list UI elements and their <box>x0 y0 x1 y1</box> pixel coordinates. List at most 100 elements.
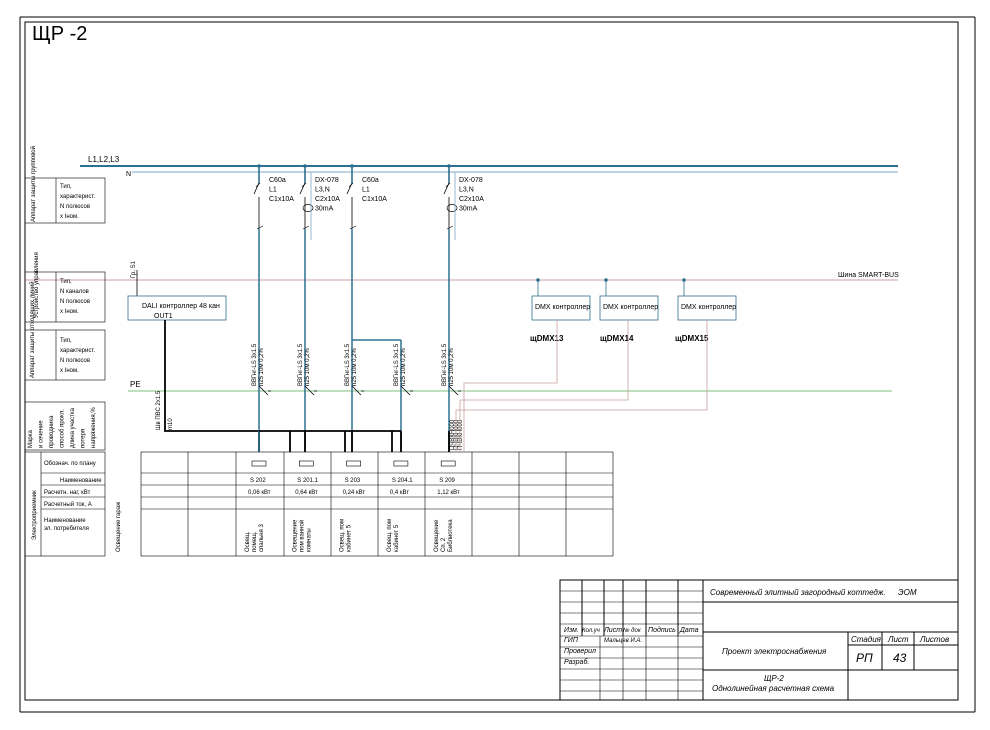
stamp-h-izm: Изм. <box>564 627 579 634</box>
outgoing-switch <box>448 385 459 396</box>
outgoing-protection-label: Аппарат защиты отходящих линий <box>29 281 36 378</box>
dmx-panel-label: щDMX15 <box>675 334 709 343</box>
breaker-mark <box>255 182 261 188</box>
breaker-tail <box>446 225 454 230</box>
stamp-h-kolvo: Кол.уч <box>582 628 600 634</box>
consumer-plan: S 203 <box>345 478 361 484</box>
line-cable-label: n25 10м 0,2% <box>259 348 265 386</box>
consumer-name: комнаты <box>306 528 312 552</box>
breaker-label: 30mA <box>315 206 334 213</box>
breaker-mark <box>301 182 307 188</box>
consumer-name: Освещ. пом <box>340 519 346 552</box>
breaker-label: C60a <box>362 177 379 184</box>
stamp-h-date: Дата <box>679 627 699 634</box>
breaker-mark <box>348 182 354 188</box>
stamp-role-gip: ГИП <box>564 637 579 644</box>
line-cable-label: ВВГнг-LS 3х1.5 <box>442 343 448 386</box>
dali-out-label: OUT1 <box>154 313 173 320</box>
breaker-label: 30mA <box>459 206 478 213</box>
consumer-plan: S 201.1 <box>297 478 318 484</box>
row-consumer-label-1: Наименование <box>44 518 86 524</box>
stamp-section: Проект электроснабжения <box>722 647 827 656</box>
control-desc-1: N каналов <box>60 289 89 295</box>
consumer-symbol <box>346 460 361 467</box>
consumers-label: Электроприемник <box>32 490 38 540</box>
line-cable-label: n25 10м 0,2% <box>401 348 407 386</box>
stamp-role-check: Проверил <box>564 648 596 655</box>
dali-bus-label: Гр. S1 <box>131 260 137 278</box>
neutral-bus-label: N <box>126 171 131 178</box>
consumer-name: кабинет 5 <box>394 524 400 552</box>
line-cable-label: ВВГнг-LS 3х1.5 <box>252 343 258 386</box>
rcd-symbol <box>302 204 314 212</box>
control-desc-3: х Iном. <box>60 309 79 315</box>
line-cable-label: ВВГнг-LS 3х1.5 <box>345 343 351 386</box>
smart-bus-label: Шина SMART-BUS <box>838 272 899 279</box>
line-cable-label: n25 10м 0,2% <box>449 348 455 386</box>
consumer-symbol <box>440 460 456 467</box>
wire-desc-1: и сечение <box>39 420 45 448</box>
wire-desc-4: длина участка <box>70 407 76 448</box>
row-name-label: Наименование <box>60 478 102 484</box>
line-cable-label: ВВГнг-LS 3х1.5 <box>298 343 304 386</box>
breaker-label: L3,N <box>315 187 330 194</box>
breaker-label: L3,N <box>459 187 474 194</box>
dmx-controller-box <box>531 295 591 321</box>
stamp-sheet: 43 <box>893 651 907 665</box>
consumer-name: Освещ. <box>245 531 251 552</box>
breaker-label: C2x10A <box>459 196 484 203</box>
page-title: ЩР -2 <box>32 23 87 45</box>
dmx-line <box>459 320 629 452</box>
consumer-name: Освещ. пом <box>387 519 393 552</box>
breaker-label: C1x10A <box>362 196 387 203</box>
consumer-load: 0,06 кВт <box>248 490 271 496</box>
dmx-panel-label: щDMX14 <box>600 334 634 343</box>
breaker-tail <box>256 225 264 230</box>
breaker-label: L1 <box>362 187 370 194</box>
consumer-symbol <box>298 460 314 467</box>
consumer-name: спальня 3 <box>259 524 265 552</box>
dmx-controller-label: DMX контроллер <box>535 304 590 311</box>
dmx-controller-label: DMX контроллер <box>681 304 736 311</box>
stamp-h-doc: № док <box>623 627 642 634</box>
outgoing-protection-desc-3: х Iном. <box>60 368 79 374</box>
breaker-label: C60a <box>269 177 286 184</box>
row-plan-label: Обознач. по плану <box>44 461 96 467</box>
consumer-symbol <box>393 460 409 467</box>
control-desc-2: N полюсов <box>60 299 90 305</box>
row-load-label: Расчетн. наг, кВт <box>44 490 91 496</box>
pe-bus-label: PE <box>130 380 141 389</box>
circuits: C60aL1C1x10ADX-078L3,NC2x10A30mAC60aL1C1… <box>252 164 737 452</box>
consumer-plan: S 209 <box>439 478 455 484</box>
dali-cable-label: Шв ПВС 2х1.5 <box>156 390 162 430</box>
consumer-symbol <box>251 460 267 467</box>
wire-desc-5: потеря <box>81 429 87 448</box>
consumer-name: кабинет 5 <box>347 524 353 552</box>
line-cable-label: n25 10м 0,2% <box>305 348 311 386</box>
group-protection-desc-2: N полюсов <box>60 204 90 210</box>
breaker-label: L1 <box>269 187 277 194</box>
stamp-drawing-desc: Однолинейная расчетная схема <box>712 684 835 693</box>
dmx-cable-label: ПЧВКН000 <box>450 419 456 450</box>
dali-controller: Гр. S1 DALI контроллер 48 кан OUT1 Шв ПВ… <box>127 260 260 452</box>
dmx-panel-label: щDMX13 <box>530 334 564 343</box>
consumer-plan: S 204.1 <box>392 478 413 484</box>
group-protection-desc-1: характерист. <box>60 194 95 200</box>
consumer-name: пом ванной <box>298 520 305 552</box>
outgoing-switch <box>400 385 411 396</box>
stamp-project: Современный элитный загородный коттедж. <box>710 588 886 597</box>
breaker-tail <box>302 225 310 230</box>
dmx-line <box>455 320 708 452</box>
line-cable-label: ВВГнг-LS 3х1.5 <box>394 343 400 386</box>
stamp-code: ЭОМ <box>898 588 917 597</box>
stamp-stage: РП <box>856 651 873 665</box>
consumer-name: помещ. <box>252 531 258 552</box>
control-desc-0: Тип, <box>60 279 72 285</box>
consumer-load: 0,64 кВт <box>295 490 318 496</box>
breaker-label: C2x10A <box>315 196 340 203</box>
title-block: Современный элитный загородный коттедж. … <box>559 579 959 701</box>
stamp-sheets-header: Листов <box>919 635 949 644</box>
breaker-label: DX-078 <box>459 177 483 184</box>
dali-label: DALI контроллер 48 кан <box>142 303 220 310</box>
